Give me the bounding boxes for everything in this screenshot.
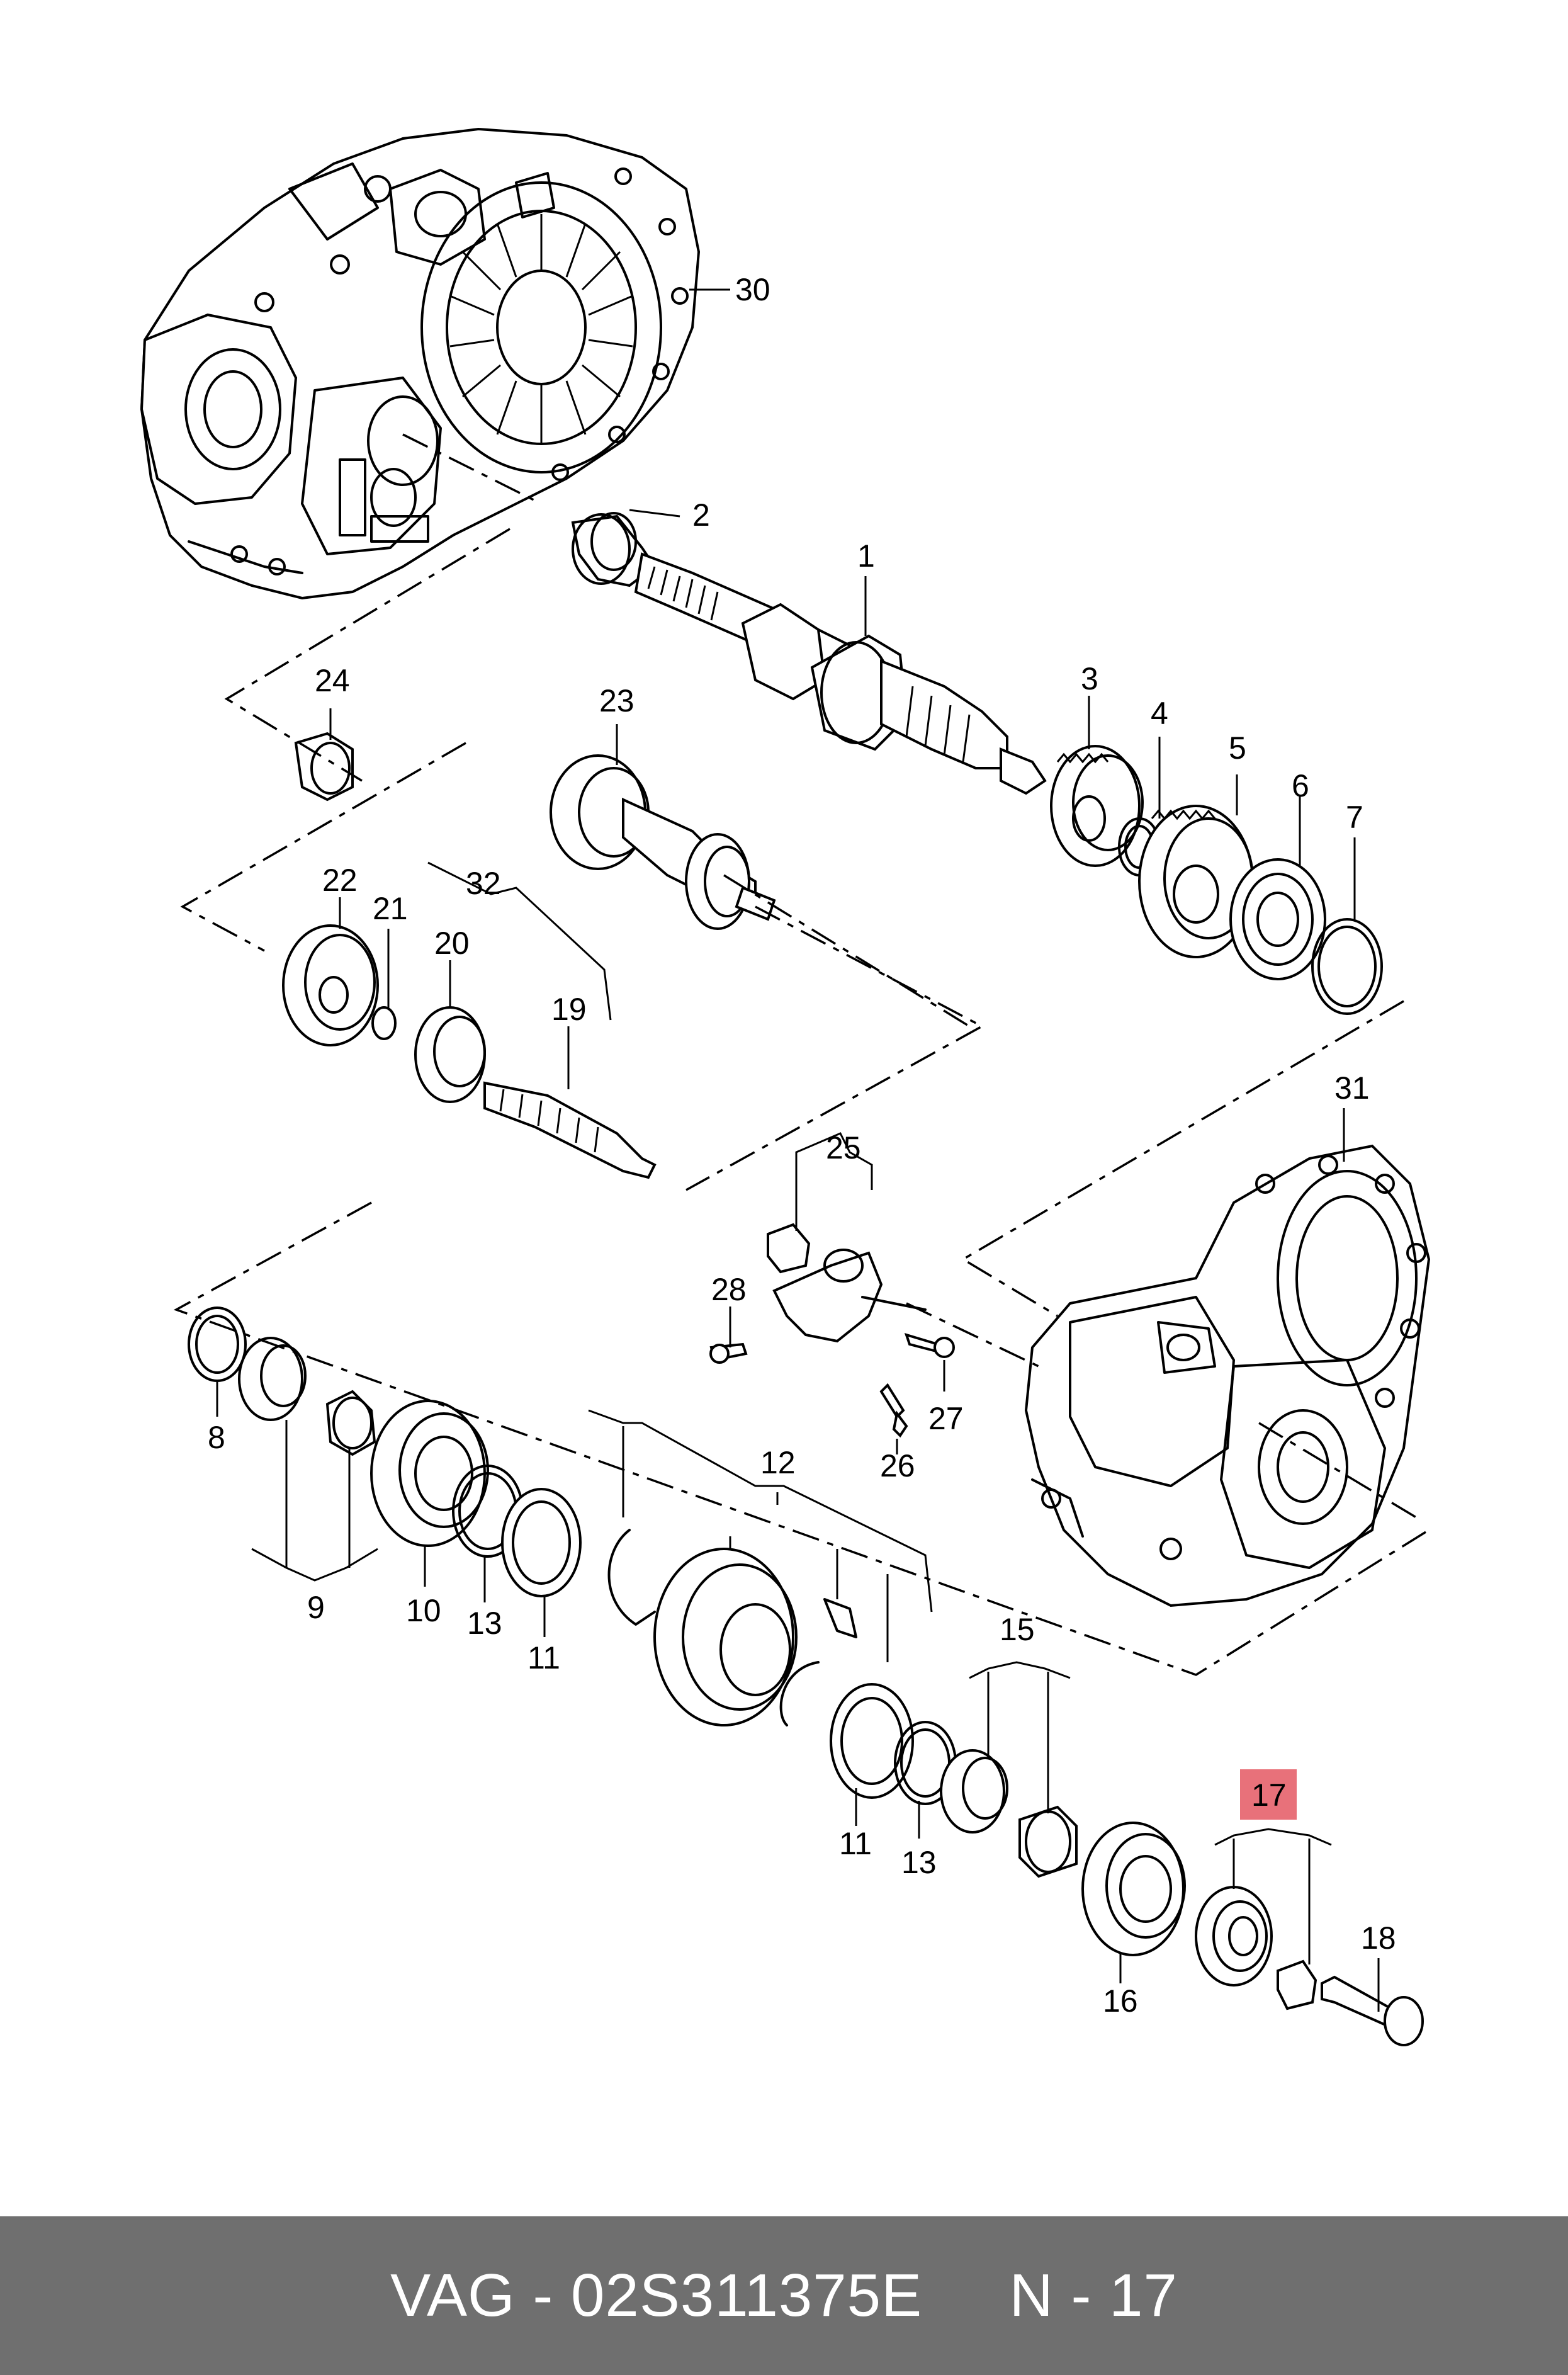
part-number-text: VAG - 02S311375E N - 17	[390, 2262, 1178, 2329]
gear-22	[282, 924, 379, 1046]
needle-bearing-9	[238, 1337, 376, 1456]
ring-7	[1311, 918, 1383, 1015]
callout-13-lower: 13	[901, 1845, 937, 1880]
callout-8: 8	[208, 1420, 225, 1455]
callout-22: 22	[322, 863, 358, 898]
needle-bearing-15	[940, 1749, 1078, 1878]
callout-25: 25	[826, 1130, 861, 1165]
callout-28: 28	[711, 1272, 747, 1307]
callout-6: 6	[1292, 768, 1309, 803]
callout-10: 10	[406, 1593, 441, 1628]
part-number-footer: VAG - 02S311375E N - 17	[0, 2216, 1568, 2375]
callout-2: 2	[692, 497, 710, 533]
callout-labels: 30 2 1 3 4 5 6 7 24 23 32 22 21 20 19 31…	[208, 272, 1396, 2019]
input-shaft-1	[571, 512, 1047, 795]
callout-19: 19	[551, 992, 587, 1027]
callout-15: 15	[1000, 1612, 1035, 1647]
callout-27: 27	[928, 1401, 964, 1436]
exploded-parts-diagram: 30 2 1 3 4 5 6 7 24 23 32 22 21 20 19 31…	[140, 127, 1431, 2046]
callout-17: 17	[1251, 1777, 1287, 1813]
callout-12: 12	[760, 1445, 796, 1480]
callout-26: 26	[880, 1448, 915, 1483]
callout-5: 5	[1229, 730, 1246, 766]
callout-18: 18	[1361, 1920, 1396, 1956]
callout-11-lower: 11	[839, 1826, 872, 1861]
shift-fork-assembly-25	[709, 1223, 955, 1438]
plug-24	[294, 732, 354, 802]
callout-16: 16	[1103, 1983, 1138, 2019]
gear-16	[1081, 1822, 1186, 1956]
callout-13-upper: 13	[467, 1606, 502, 1641]
synchro-ring-11-lower	[830, 1683, 914, 1799]
highlight-box-17	[1240, 1769, 1297, 1820]
ring-8	[188, 1307, 247, 1382]
callout-30: 30	[735, 272, 770, 307]
callout-21: 21	[373, 891, 408, 926]
bearing-17	[1195, 1886, 1317, 2010]
gear-20	[414, 1006, 486, 1103]
synchro-ring-11-upper	[501, 1488, 582, 1597]
callout-7: 7	[1346, 800, 1363, 835]
callout-11-upper: 11	[527, 1640, 560, 1675]
bolt-18	[1321, 1975, 1424, 2046]
shaft-19	[483, 1081, 657, 1179]
callout-31: 31	[1334, 1070, 1370, 1106]
callout-3: 3	[1081, 661, 1098, 696]
callout-23: 23	[599, 683, 635, 718]
callout-1: 1	[857, 538, 875, 574]
callout-9: 9	[307, 1590, 325, 1625]
circlip-21	[371, 1006, 397, 1040]
gear-10	[370, 1400, 489, 1547]
gearbox-housing-30	[140, 127, 701, 600]
leader-lines	[216, 288, 1380, 2012]
bearing-6	[1229, 858, 1326, 980]
gear-shaft-23	[550, 754, 776, 930]
gearbox-housing-31	[1024, 1144, 1431, 1607]
callout-32: 32	[466, 866, 501, 901]
callout-24: 24	[315, 663, 350, 698]
synchro-hub-12	[607, 1529, 857, 1726]
callout-4: 4	[1151, 696, 1168, 731]
assembly-guide-lines	[173, 433, 1430, 1676]
gear-3	[1050, 745, 1144, 867]
callout-20: 20	[434, 926, 470, 961]
